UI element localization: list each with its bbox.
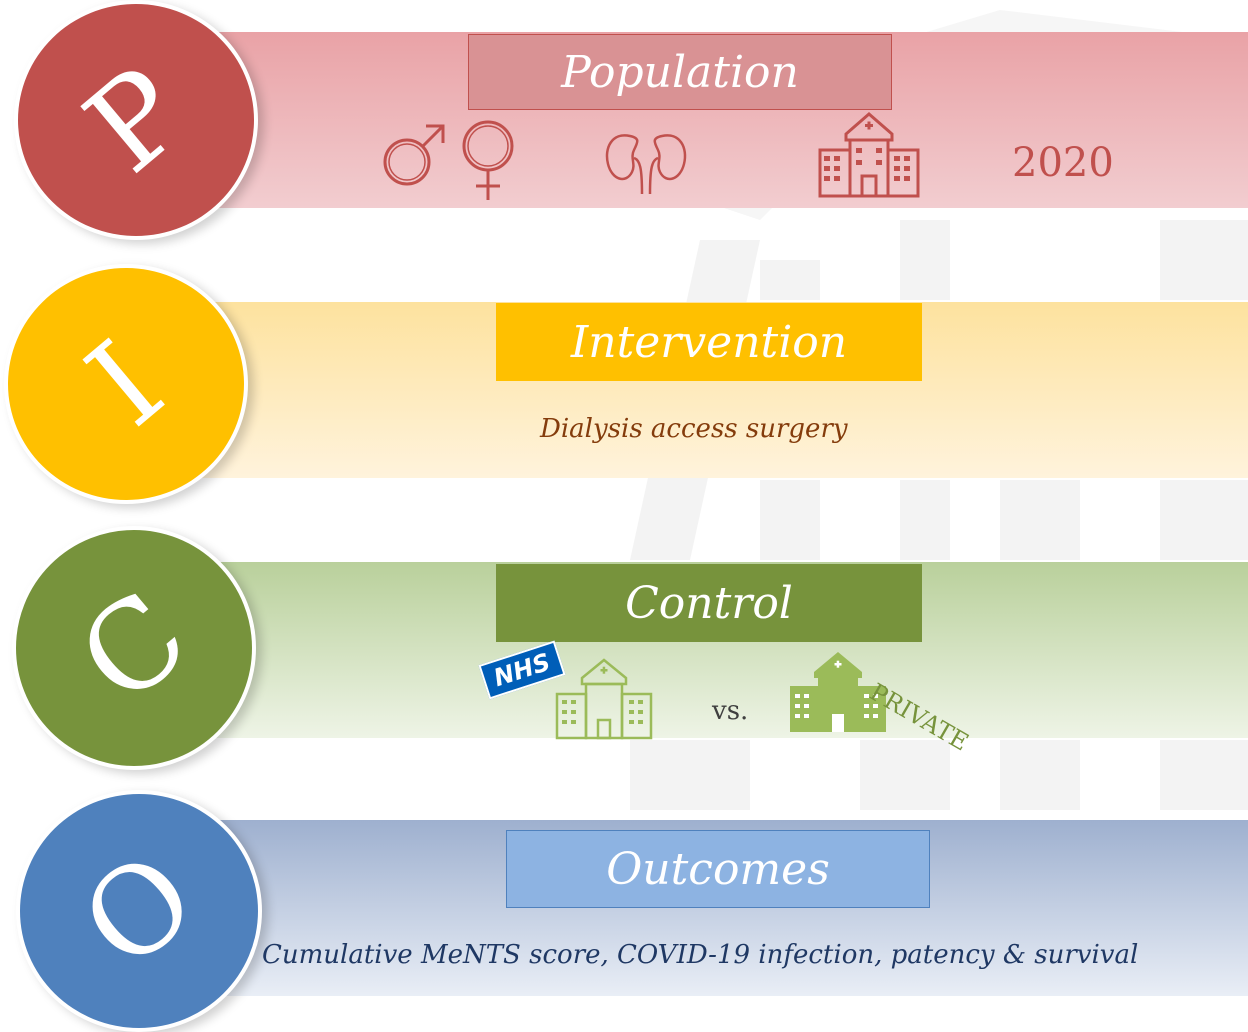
control-letter: C xyxy=(54,565,214,731)
population-year: 2020 xyxy=(1012,140,1114,186)
control-letter-circle: C xyxy=(12,526,256,770)
outcomes-letter-circle: O xyxy=(16,790,262,1032)
kidney-icon xyxy=(605,134,687,195)
intervention-title: Intervention xyxy=(496,303,922,381)
outcomes-letter: O xyxy=(56,826,222,996)
outcomes-title: Outcomes xyxy=(506,830,930,908)
intervention-letter-circle: I xyxy=(4,264,248,504)
nhs-hospital-icon xyxy=(555,658,653,740)
female-symbol-icon xyxy=(462,120,514,200)
control-title: Control xyxy=(496,564,922,642)
private-hospital-icon xyxy=(790,652,886,732)
intervention-letter: I xyxy=(63,315,189,453)
population-letter: P xyxy=(60,40,212,200)
population-title: Population xyxy=(468,34,892,110)
versus-label: vs. xyxy=(712,696,749,726)
intervention-description: Dialysis access surgery xyxy=(540,414,848,444)
male-symbol-icon xyxy=(383,124,445,186)
population-letter-circle: P xyxy=(14,0,258,240)
outcomes-description: Cumulative MeNTS score, COVID-19 infecti… xyxy=(262,940,1139,970)
hospital-icon xyxy=(818,112,920,198)
